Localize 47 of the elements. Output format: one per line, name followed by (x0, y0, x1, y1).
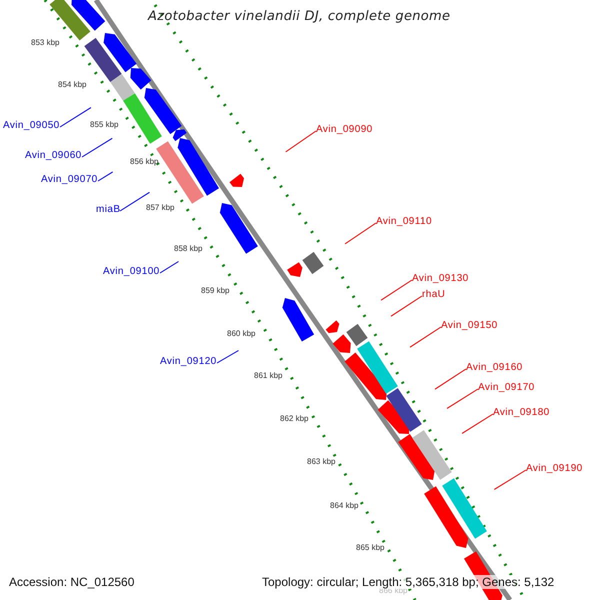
gene-label: Avin_09180 (493, 406, 550, 420)
scale-label: 857 kbp (146, 202, 174, 214)
gene-label: Avin_09090 (316, 123, 373, 137)
gene-label: Avin_09120 (160, 355, 217, 369)
title: Azotobacter vinelandii DJ, complete genome (148, 10, 450, 24)
scale-label: 853 kbp (31, 37, 60, 49)
gene-label: rhaU (422, 288, 446, 302)
leader-line (60, 107, 92, 128)
gene-label: Avin_09170 (478, 381, 535, 395)
leader-line (434, 368, 466, 390)
gene-label: Avin_09190 (526, 462, 583, 476)
leader-line (98, 171, 114, 182)
leader-line (390, 296, 422, 317)
leader-line (285, 130, 316, 152)
scale-label: 860 kbp (227, 328, 256, 340)
leader-line (160, 261, 179, 274)
scale-label: 855 kbp (90, 119, 118, 131)
scale-label: 862 kbp (280, 413, 308, 425)
leader-line (380, 280, 412, 301)
footer-text: Topology: circular; Length: 5,365,318 bp; Genes: 5,132 (262, 575, 554, 589)
leader-line (446, 388, 478, 409)
leader-line (216, 350, 239, 364)
scale-label: 856 kbp (130, 156, 158, 168)
leader-line (344, 222, 376, 244)
gene-label: Avin_09110 (376, 215, 432, 229)
scale-label: 866 kbp (379, 586, 408, 597)
gene-label: Avin_09070 (41, 173, 98, 187)
gene-label: Avin_09160 (466, 361, 523, 375)
gene-label: miaB (96, 203, 120, 217)
gene-label: Avin_09060 (25, 149, 82, 163)
gene-label: Avin_09100 (103, 265, 160, 279)
gene-label: Avin_09050 (3, 119, 60, 133)
leader-line (120, 192, 150, 212)
scale-label: 864 kbp (330, 500, 358, 512)
leader-line (494, 470, 526, 490)
scale-label: 858 kbp (174, 243, 202, 255)
leader-line (462, 414, 494, 434)
scale-label: 865 kbp (356, 542, 384, 554)
gene-label: Avin_09130 (412, 272, 469, 286)
scale-label: 863 kbp (307, 456, 336, 468)
gene-label: Avin_09150 (441, 319, 498, 333)
footer-text: Accession: NC_012560 (9, 575, 134, 589)
leader-line (410, 326, 442, 348)
scale-label: 854 kbp (58, 79, 86, 91)
scale-label: 859 kbp (201, 285, 230, 297)
leader-line (82, 138, 113, 158)
scale-label: 861 kbp (254, 370, 282, 382)
